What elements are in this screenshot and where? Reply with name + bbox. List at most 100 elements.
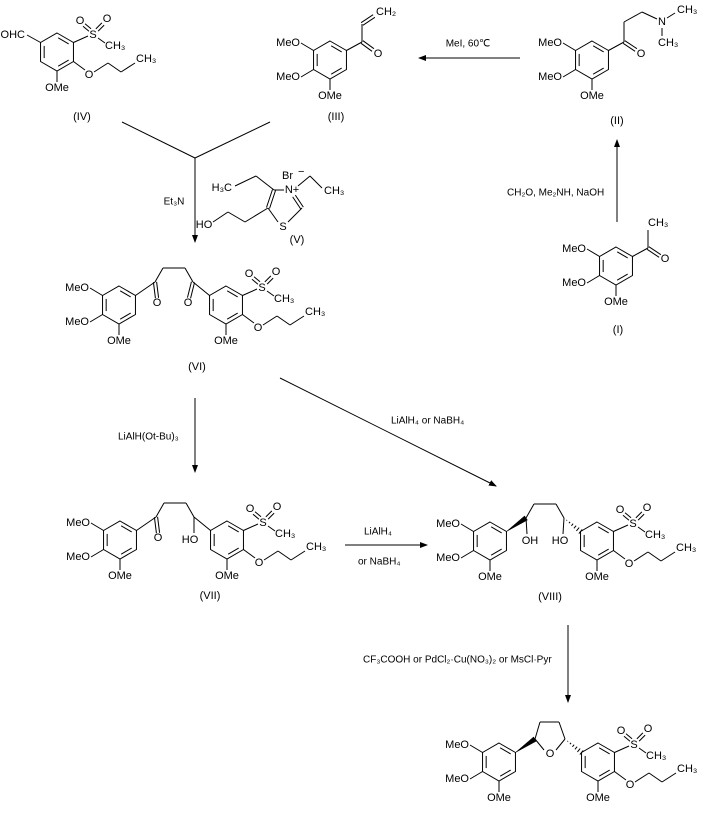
bond (586, 248, 600, 257)
bond (613, 550, 626, 560)
bond (244, 207, 269, 223)
oxygen-label: O (616, 504, 625, 516)
methoxy-label: MeO (276, 71, 300, 83)
methyl-label: CH₃ (136, 53, 156, 65)
oxygen-label: O (103, 13, 112, 25)
bond (534, 721, 541, 740)
oxygen-label: O (546, 748, 555, 760)
double-bond (82, 25, 90, 32)
benzene-ring (581, 742, 615, 782)
benzene-ring (313, 40, 347, 80)
benzene-ring (482, 742, 516, 782)
benzene-ring (599, 246, 633, 286)
methyl-label: H₃C (212, 182, 232, 194)
compound-label-viii: (VIII) (538, 591, 562, 603)
benzene-ring (40, 32, 74, 72)
methoxy-label: MeO (66, 517, 90, 529)
double-bond (294, 194, 304, 208)
bond (73, 61, 86, 71)
hashed-bond (573, 525, 577, 529)
bond (193, 516, 211, 531)
hashed-bond (579, 750, 584, 755)
arrow-vi-to-viii (279, 377, 497, 487)
aromatic-bond (490, 548, 502, 556)
sulfur-label: S (258, 282, 265, 294)
bond (558, 721, 566, 740)
bond (637, 526, 646, 533)
sulfur-label: S (89, 29, 96, 41)
double-bond (264, 275, 272, 283)
bond (608, 41, 625, 51)
oxygen-label: O (625, 558, 634, 570)
double-bond (156, 281, 160, 298)
aldehyde-label: OHC (1, 29, 26, 41)
bond (289, 315, 305, 326)
bond (614, 745, 630, 753)
hashed-bond (569, 742, 572, 745)
aromatic-bond (499, 769, 511, 777)
double-bond (624, 40, 638, 50)
double-bond (265, 510, 273, 518)
double-bond (84, 23, 92, 30)
reagent-nabh4: or NaBH₄ (358, 557, 400, 568)
methoxy-label: MeO (276, 37, 300, 49)
bond (192, 281, 210, 296)
aromatic-bond (119, 290, 131, 298)
bond (155, 502, 165, 518)
aromatic-bond (616, 273, 628, 281)
compound-label-iii: (III) (328, 111, 345, 123)
bond (613, 524, 629, 532)
hashed-bond (572, 744, 575, 748)
compound-label-ii: (II) (610, 115, 623, 127)
aromatic-bond (120, 547, 132, 555)
aromatic-bond (120, 525, 132, 533)
hashed-bond (571, 523, 574, 527)
oxygen-label: O (643, 502, 652, 514)
methoxy-label: OMe (586, 792, 610, 804)
hashed-bond (568, 521, 571, 524)
benzene-ring (473, 521, 507, 561)
bond (290, 550, 306, 561)
benzene-ring (209, 285, 243, 325)
bond (555, 503, 565, 519)
compound-label-vii: (VII) (200, 590, 221, 602)
nitrogen-label: N+ (285, 184, 299, 196)
bond (262, 315, 278, 326)
methoxy-label: OMe (585, 571, 609, 583)
bond (243, 549, 256, 559)
methoxy-label: MeO (66, 551, 90, 563)
reagent-mei: MeI, 60℃ (446, 39, 491, 50)
aromatic-bond (597, 548, 609, 556)
bond (90, 549, 104, 558)
aromatic-bond (227, 525, 239, 533)
hashed-bond (574, 746, 578, 750)
aromatic-bond (616, 251, 628, 259)
methoxy-label: MeO (436, 552, 460, 564)
sulfur-label: S (630, 739, 637, 751)
aromatic-bond (226, 290, 238, 298)
nitrogen-label: N (658, 16, 666, 28)
bond (632, 247, 649, 257)
double-bond (190, 282, 196, 299)
double-bond (646, 248, 660, 258)
methyl-label: CH₃ (305, 306, 325, 318)
methoxy-label: OMe (487, 792, 511, 804)
double-bond (252, 513, 260, 520)
wedge-bond (515, 736, 537, 753)
methoxy-label: OMe (45, 82, 69, 94)
methoxy-label: MeO (436, 518, 460, 530)
methyl-label: CH₃ (324, 185, 344, 197)
benzene-ring (102, 285, 136, 325)
bond (136, 516, 157, 531)
methoxy-label: OMe (604, 296, 628, 308)
aromatic-bond (598, 747, 610, 755)
bond (120, 62, 136, 73)
compound-label-v: (V) (290, 234, 305, 246)
reagent-lialh-otbu: LiAlH(Ot-Bu)₃ (118, 432, 179, 443)
methoxy-label: MeO (445, 739, 469, 751)
methoxy-label: MeO (562, 243, 586, 255)
oxygen-label: O (273, 501, 282, 513)
methoxy-label: OMe (107, 335, 131, 347)
double-bond (636, 732, 644, 740)
